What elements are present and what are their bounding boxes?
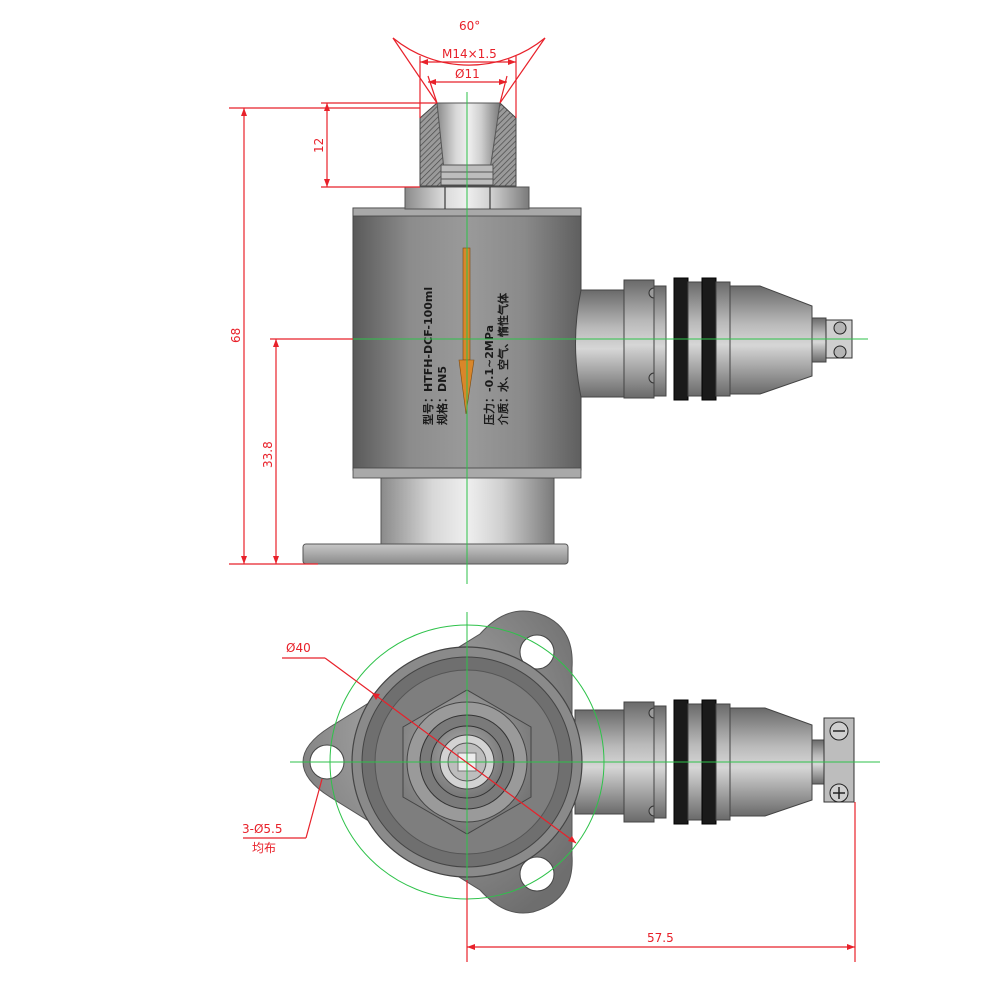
total-height-text: 68 [229, 328, 243, 343]
mount-hole [519, 856, 555, 892]
holes-note: 均布 [252, 841, 276, 855]
top-view: Ø40 3-Ø5.5 均布 57.5 [242, 610, 880, 962]
thread-text: M14×1.5 [442, 47, 497, 61]
mount-hole [519, 634, 555, 670]
nut-height-dimension: 12 [312, 102, 437, 188]
front-view: 型号：HTFH-DCF-100ml 规格：DN5 压力：-0.1~2MPa 介质… [229, 19, 868, 584]
connector-length-dimension: 57.5 [466, 802, 856, 962]
holes-text: 3-Ø5.5 [242, 822, 283, 836]
nut-height-text: 12 [312, 138, 326, 153]
diameter-dimension: Ø40 [282, 641, 577, 844]
label-pressure: 压力：-0.1~2MPa [482, 325, 496, 425]
label-spec: 规格：DN5 [435, 366, 449, 425]
bore-text: Ø11 [455, 67, 480, 81]
total-height-dimension: 68 [229, 107, 420, 565]
base-flange [302, 543, 569, 565]
angle-text: 60° [459, 19, 480, 33]
bore-dimension: Ø11 [427, 67, 508, 104]
thread-dimension: M14×1.5 [419, 47, 517, 118]
angle-dimension: 60° [392, 19, 546, 104]
connector-length-text: 57.5 [647, 931, 674, 945]
label-medium: 介质：水、空气、惰性气体 [496, 292, 510, 426]
label-model: 型号：HTFH-DCF-100ml [421, 287, 435, 425]
center-height-dimension: 33.8 [261, 338, 353, 564]
center-height-text: 33.8 [261, 441, 275, 468]
diameter-text: Ø40 [286, 641, 311, 655]
body-label: 型号：HTFH-DCF-100ml 规格：DN5 压力：-0.1~2MPa 介质… [421, 287, 510, 426]
holes-dimension: 3-Ø5.5 均布 [242, 778, 323, 855]
